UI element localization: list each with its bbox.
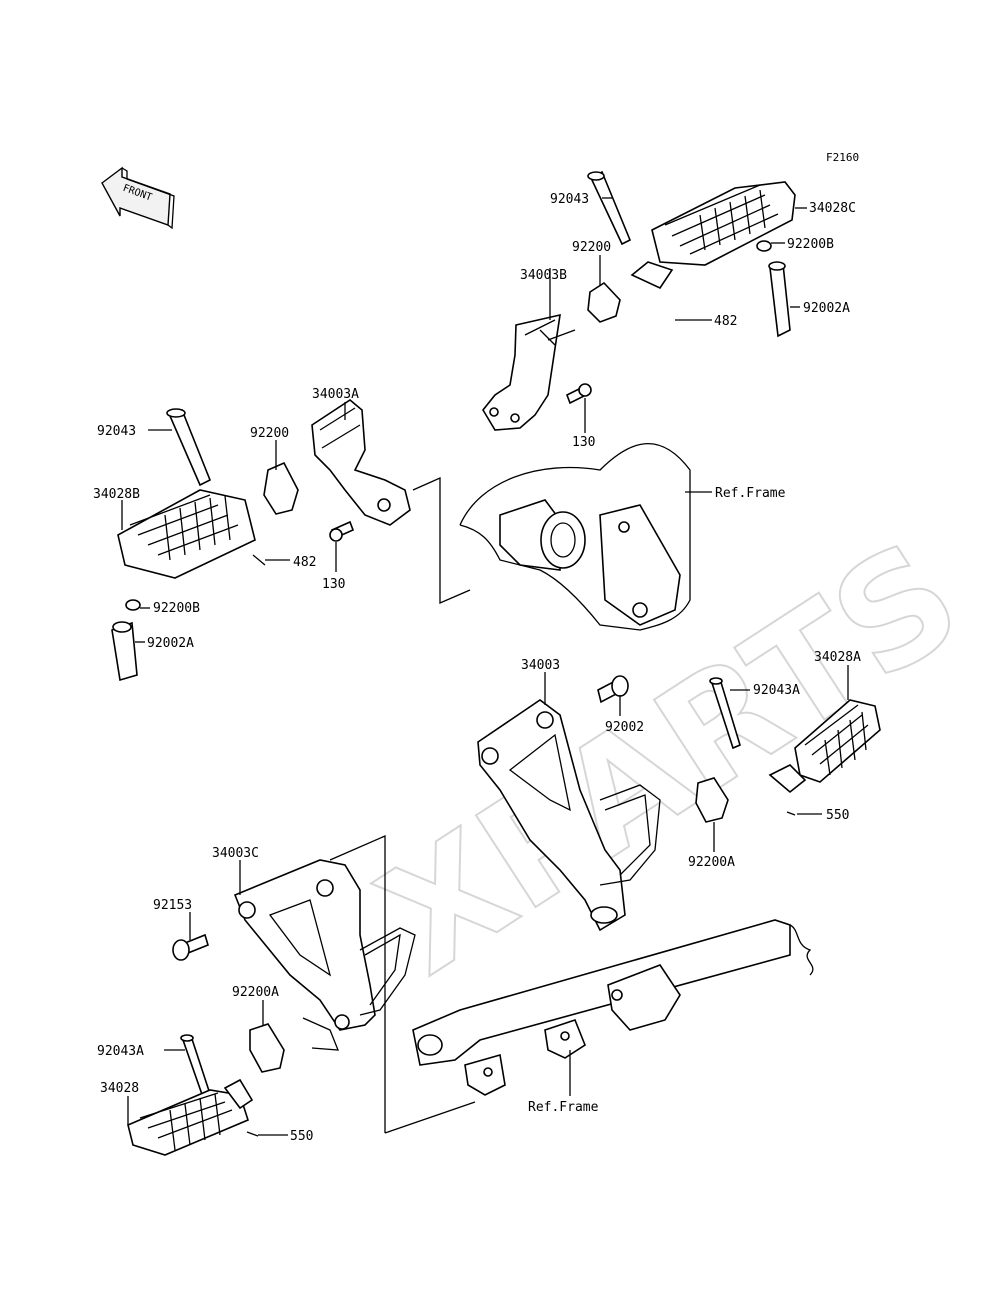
ref-frame-bracket-line bbox=[412, 476, 471, 604]
bracket-34003 bbox=[477, 699, 661, 932]
bracket-bottom-line bbox=[329, 835, 386, 1133]
label-34028: 34028 bbox=[100, 1081, 139, 1096]
bracket-34003b bbox=[482, 313, 576, 431]
label-92002a-left: 92002A bbox=[147, 636, 194, 651]
washer-92200b-top bbox=[756, 240, 772, 252]
label-550-bottom: 550 bbox=[290, 1129, 313, 1144]
label-92200b-left: 92200B bbox=[153, 601, 200, 616]
bolt-92002 bbox=[597, 675, 629, 704]
label-130-left: 130 bbox=[322, 577, 345, 592]
label-92153: 92153 bbox=[153, 898, 192, 913]
label-482-left: 482 bbox=[293, 555, 316, 570]
label-92043-left: 92043 bbox=[97, 424, 136, 439]
footpeg-34028c bbox=[630, 181, 796, 290]
ref-frame-bottom-shape bbox=[412, 919, 814, 1096]
diagram-code: F2160 bbox=[826, 151, 859, 164]
label-92200a-right: 92200A bbox=[688, 855, 735, 870]
footpeg-34028a bbox=[768, 699, 881, 794]
label-34003c: 34003C bbox=[212, 846, 259, 861]
spacer-92200-top bbox=[587, 281, 621, 323]
label-92002: 92002 bbox=[605, 720, 644, 735]
bracket-34003a bbox=[311, 399, 411, 526]
label-130-top: 130 bbox=[572, 435, 595, 450]
label-550-right: 550 bbox=[826, 808, 849, 823]
label-92043a-bottom: 92043A bbox=[97, 1044, 144, 1059]
label-92200-top: 92200 bbox=[572, 240, 611, 255]
bracket-34003c bbox=[233, 859, 416, 1051]
bolt-130-top bbox=[565, 383, 592, 405]
pin-550-right bbox=[786, 811, 796, 816]
pin-92043a-right bbox=[709, 677, 741, 750]
pin-92043-left bbox=[166, 408, 212, 487]
label-34028a: 34028A bbox=[814, 650, 861, 665]
label-34028b: 34028B bbox=[93, 487, 140, 502]
spacer-92200a-bottom bbox=[249, 1023, 285, 1073]
ref-frame-bottom-bracket-line bbox=[384, 1101, 476, 1134]
label-ref-frame-bottom: Ref.Frame bbox=[528, 1100, 599, 1115]
ref-frame-top-shape bbox=[459, 443, 691, 631]
pin-550-bottom bbox=[246, 1131, 259, 1137]
spacer-92200-left bbox=[263, 461, 299, 515]
label-92200b-top: 92200B bbox=[787, 237, 834, 252]
label-ref-frame-top: Ref.Frame bbox=[715, 486, 786, 501]
label-482-top: 482 bbox=[714, 314, 737, 329]
bolt-92153 bbox=[172, 933, 209, 961]
label-92002a-top: 92002A bbox=[803, 301, 850, 316]
footpeg-34028b bbox=[117, 489, 256, 579]
label-92200-left: 92200 bbox=[250, 426, 289, 441]
label-34003b: 34003B bbox=[520, 268, 567, 283]
footpeg-34028 bbox=[127, 1078, 254, 1156]
label-34003a: 34003A bbox=[312, 387, 359, 402]
part-labels: 92043 34028C 92200 34003B 92200B 92002A … bbox=[93, 192, 861, 1144]
front-arrow-icon: FRONT bbox=[101, 166, 175, 230]
spacer-92200a-right bbox=[695, 777, 729, 823]
label-34028c: 34028C bbox=[809, 201, 856, 216]
bolt-92002a-left bbox=[111, 621, 138, 682]
bolt-92002a-top bbox=[768, 261, 791, 338]
pin-482-left bbox=[252, 554, 266, 566]
bolt-130-left bbox=[329, 520, 355, 542]
leader-lines bbox=[121, 197, 849, 1136]
pin-92043-top bbox=[587, 170, 632, 246]
washer-92200b-left bbox=[125, 599, 141, 611]
label-92043a-right: 92043A bbox=[753, 683, 800, 698]
label-92043-top: 92043 bbox=[550, 192, 589, 207]
label-92200a-bottom: 92200A bbox=[232, 985, 279, 1000]
label-34003: 34003 bbox=[521, 658, 560, 673]
